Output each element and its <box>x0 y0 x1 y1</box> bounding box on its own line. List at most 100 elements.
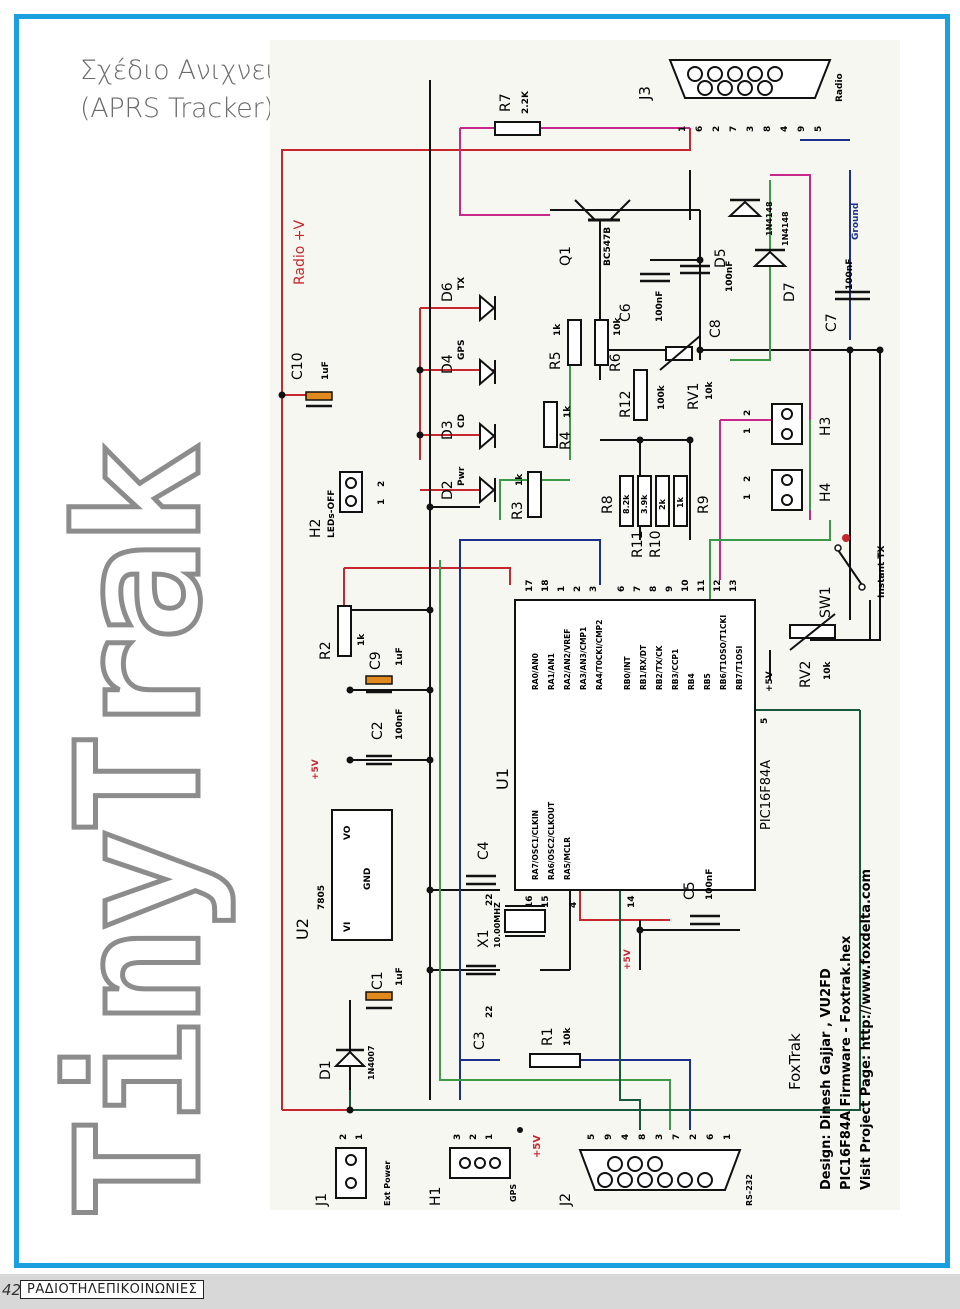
u1-pin-name: RA5/MCLR <box>563 837 572 880</box>
h1-header: H1 GPS 3 2 1 +5V <box>428 1127 543 1206</box>
u1-pin-numbers: 17 18 1 2 3 6 7 8 9 10 11 12 13 16 15 4 … <box>525 579 770 908</box>
led-d6: D6 TX <box>440 277 496 323</box>
h1-tag: GPS <box>509 1184 518 1202</box>
rv2-potentiometer: RV2 10k +5V <box>765 613 836 692</box>
r7-value: 2.2K <box>521 90 531 114</box>
u1-pin-name: RA4/T0CKI/CMP2 <box>595 620 604 690</box>
h4-pin-number: 1 <box>743 494 753 500</box>
j3-pin-number: 4 <box>780 126 790 132</box>
d7-value: 1N4148 <box>781 211 790 246</box>
j1-connector: J1 Ext Power 2 1 <box>314 1134 392 1207</box>
j3-pin-number: 3 <box>746 126 756 132</box>
j3-pin-number: 9 <box>797 126 807 132</box>
d5-label: D5 <box>713 248 729 268</box>
u1-pin-name: RB1/RX/DT <box>639 644 648 690</box>
h1-supply-label: +5V <box>532 1135 543 1158</box>
rv1-potentiometer: RV1 10k <box>659 335 715 410</box>
j1-tag: Ext Power <box>383 1161 392 1206</box>
h2-label: H2 <box>308 519 324 538</box>
wire-blue <box>459 139 851 1130</box>
led-d3: D3 CD <box>440 414 496 451</box>
q1-transistor: Q1 BC547B <box>558 199 631 266</box>
u1-pin-number: 10 <box>681 579 691 592</box>
r1-resistor: R1 10k <box>529 1026 581 1068</box>
u1-pin-name: RB6/T1OSO/T1CKI <box>719 615 728 690</box>
d1-label: D1 <box>318 1060 334 1080</box>
j2-pin-number: 4 <box>621 1134 631 1140</box>
j3-pin-number: 1 <box>678 126 688 132</box>
c4-capacitor: C4 22 <box>466 841 496 906</box>
u1-pin-name: RA7/OSC1/CLKIN <box>531 810 540 880</box>
c4-value: 22 <box>485 893 495 906</box>
r10-value: 2k <box>658 498 667 510</box>
junction-dots <box>278 256 884 1114</box>
u1-pin-name: RA1/AN1 <box>547 653 556 690</box>
r12-value: 100k <box>657 384 667 410</box>
u1-pin-name: RA6/OSC2/CLKOUT <box>547 801 556 880</box>
u1-microcontroller: U1 PIC16F84A RA0/AN0 RA1/AN1 RA2/AN2/VRE… <box>493 579 774 908</box>
d1-value: 1N4007 <box>367 1045 376 1080</box>
h3-pin-number: 2 <box>743 410 753 416</box>
u1-value: PIC16F84A <box>759 760 774 830</box>
c7-value: 100nF <box>845 259 855 290</box>
u2-gnd: GND <box>363 868 373 890</box>
j2-pin-number: 8 <box>638 1134 648 1140</box>
r4-label: R4 <box>558 431 574 450</box>
c2-value: 100nF <box>395 709 405 740</box>
j2-connector: J2 RS-232 5 9 4 8 3 7 2 6 1 <box>558 1134 754 1207</box>
r11-label: R11 <box>630 530 646 558</box>
rv2-label: RV2 <box>798 661 814 688</box>
r2-value: 1k <box>357 633 367 646</box>
rv1-value: 10k <box>705 380 715 400</box>
c5-label: C5 <box>682 881 698 900</box>
sw1-tag: Instant TX <box>877 546 887 598</box>
h4-header: H4 2 1 <box>743 469 834 511</box>
tracker-schematic: J3 Radio 1 6 2 7 3 8 4 9 5 R7 2.2K Radio… <box>270 40 900 1210</box>
h1-label: H1 <box>428 1187 444 1206</box>
c6-label: C6 <box>618 303 634 322</box>
j2-pin-number: 5 <box>587 1134 597 1140</box>
x1-value: 10.00MHZ <box>493 902 502 948</box>
foxtrak-label: FoxTrak <box>786 1033 804 1090</box>
u1-pin-name: RB5 <box>703 673 712 690</box>
tinytrak-big-word: TinyTrak <box>39 447 242 1223</box>
x1-label: X1 <box>476 930 492 949</box>
c10-label: C10 <box>290 352 306 380</box>
d5-value: 1N4148 <box>765 201 774 236</box>
c8-label: C8 <box>708 319 724 338</box>
d4-label: D4 <box>440 354 456 374</box>
r3-resistor: R3 1k <box>510 471 542 520</box>
d3-tag: CD <box>457 414 467 428</box>
c4-label: C4 <box>476 841 492 860</box>
u1-pin-number: 18 <box>541 579 551 592</box>
d7-diode: D7 1N4148 <box>752 211 798 302</box>
j3-pin-numbers: 1 6 2 7 3 8 4 9 5 <box>678 126 824 132</box>
u1-pin-names: RA0/AN0 RA1/AN1 RA2/AN2/VREF RA3/AN3/CMP… <box>531 615 744 880</box>
j1-label: J1 <box>314 1193 330 1207</box>
u2-value: 7805 <box>317 885 327 910</box>
u2-vo: VO <box>343 825 353 840</box>
c1-value: 1uF <box>395 967 405 986</box>
j3-label: J3 <box>636 86 654 101</box>
d6-label: D6 <box>440 282 456 302</box>
j2-pin-number: 7 <box>672 1134 682 1140</box>
u1-pin-number: 6 <box>617 586 627 592</box>
wires <box>281 80 881 1130</box>
wire-black <box>349 80 881 1110</box>
d2-label: D2 <box>440 480 456 500</box>
d7-label: D7 <box>782 282 798 302</box>
wire-dark-green <box>349 709 861 1130</box>
j3-pin-number: 2 <box>712 126 722 132</box>
c8-capacitor: C8 100nF <box>680 261 735 338</box>
h1-pin-number: 1 <box>485 1134 495 1140</box>
project-page-credit: Visit Project Page: http://www.foxdelta.… <box>859 869 874 1190</box>
r4-value: 1k <box>563 405 573 418</box>
credits: FoxTrak Design: Dinesh Gajjar , VU2FD PI… <box>786 869 874 1190</box>
c2-label: C2 <box>370 721 386 740</box>
u1-pin-number: 2 <box>573 586 583 592</box>
u2-vi: VI <box>343 922 353 932</box>
c8-value: 100nF <box>725 261 735 292</box>
u1-pin-number: 5 <box>760 718 770 724</box>
j2-pin-number: 3 <box>655 1134 665 1140</box>
c3-capacitor: C3 22 <box>466 964 496 1050</box>
